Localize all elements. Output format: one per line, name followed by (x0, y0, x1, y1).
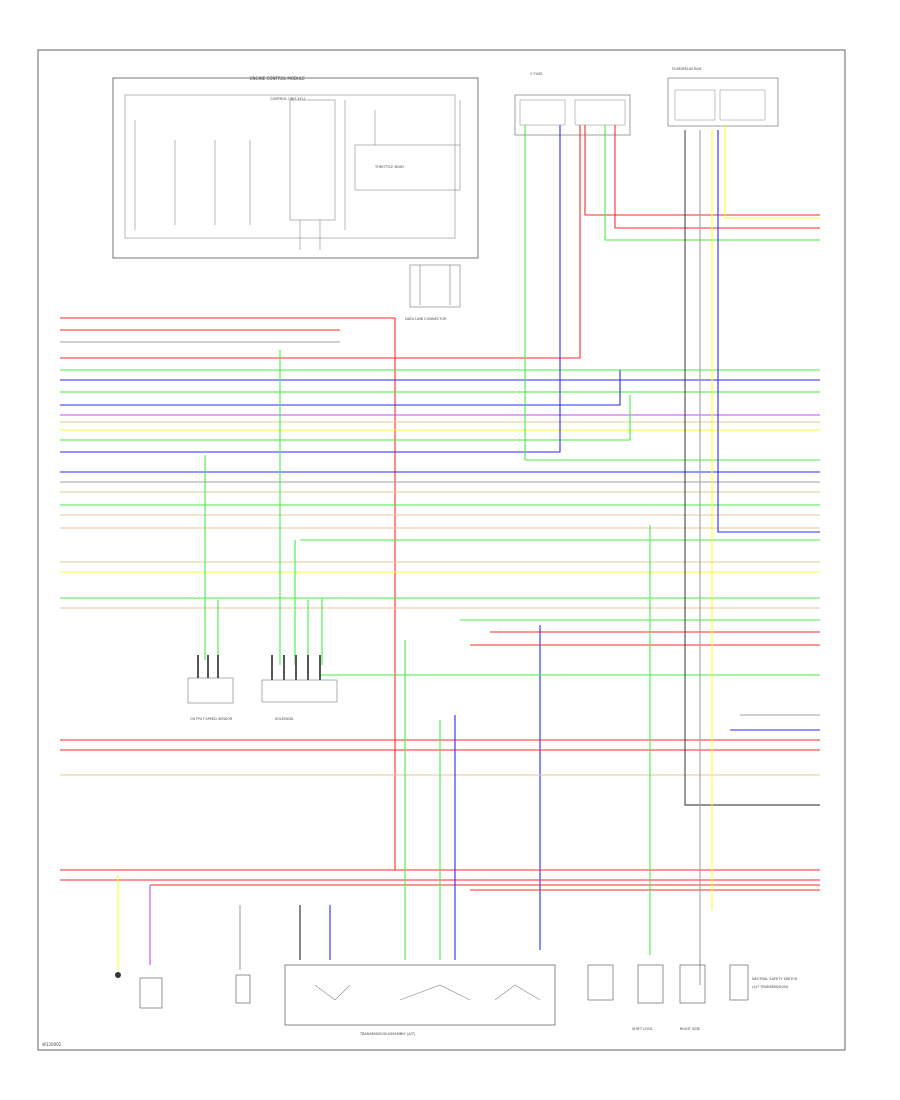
bottom-components: SHIFT LOCK RIGHT SIDE NEUTRAL SAFETY SWI… (115, 964, 798, 1031)
fuse-relay-label: FUSE/RELAY BOX (672, 67, 702, 71)
right-side-label: RIGHT SIDE (680, 1027, 700, 1031)
output-speed-sensor-label: OUTPUT SPEED SENSOR (190, 717, 233, 721)
top-center-connector: C FUSE (514, 72, 631, 136)
engine-control-module-block: ENGINE CONTROL MODULE CONTROL UNIT ECU T… (112, 76, 479, 259)
data-link-label: DATA LINK CONNECTOR (405, 317, 447, 321)
left-connector-1: OUTPUT SPEED SENSOR (187, 655, 234, 721)
ecm-cu-label: CONTROL UNIT ECU (270, 97, 305, 101)
wire-bundle (60, 125, 820, 985)
data-link-connector: DATA LINK CONNECTOR (405, 264, 461, 321)
ecm-label: ENGINE CONTROL MODULE (250, 76, 305, 81)
left-connector-2: SOLENOID (261, 655, 338, 721)
transmission-assembly: TRANSMISSION ASSEMBLY (A/T) (284, 964, 556, 1036)
page-reference: W120002 (42, 1042, 62, 1047)
c-fuse-label: C FUSE (530, 72, 543, 76)
diagram-border (37, 49, 846, 1051)
pin-note-label: (A/T TRANSMISSION) (752, 985, 789, 989)
transmission-label: TRANSMISSION ASSEMBLY (A/T) (359, 1032, 416, 1036)
neutral-safety-label: NEUTRAL SAFETY SWITCH (752, 977, 798, 981)
fuse-relay-box: FUSE/RELAY BOX (667, 67, 779, 127)
throttle-body-label: THROTTLE BODY (374, 165, 405, 169)
shift-lock-label: SHIFT LOCK (632, 1027, 653, 1031)
solenoid-label: SOLENOID (275, 717, 294, 721)
